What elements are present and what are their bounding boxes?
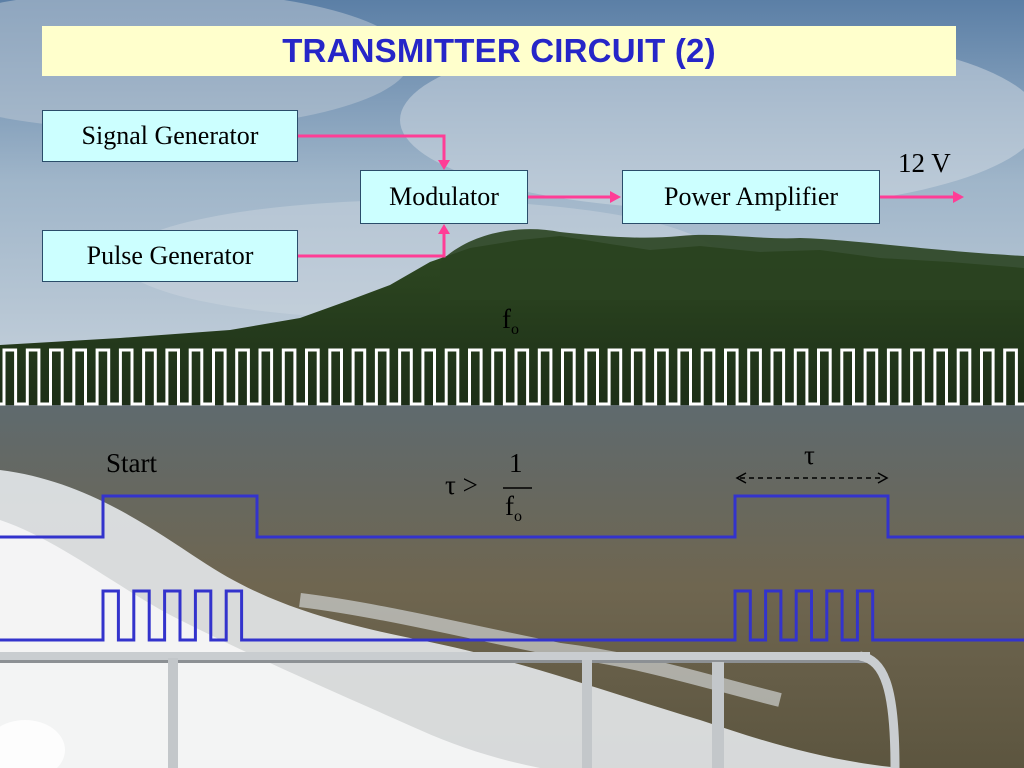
tau-inequality-label: τ > [445, 470, 478, 500]
carrier-frequency-symbol: f [502, 304, 511, 334]
carrier-frequency-subscript: o [511, 321, 519, 338]
tau-label: τ [804, 440, 815, 470]
modulator-label: Modulator [389, 182, 499, 211]
slide-title: TRANSMITTER CIRCUIT (2) [282, 32, 716, 69]
denominator-symbol: f [505, 491, 514, 521]
pulse-generator-block: Pulse Generator [42, 230, 298, 282]
modulator-block: Modulator [360, 170, 528, 224]
title-banner: TRANSMITTER CIRCUIT (2) [42, 26, 956, 76]
supply-voltage-label: 12 V [898, 148, 951, 178]
pulse-generator-label: Pulse Generator [86, 241, 254, 270]
signal-generator-label: Signal Generator [81, 121, 259, 150]
carrier-frequency-label: fo [502, 304, 519, 338]
start-label: Start [106, 448, 157, 478]
denominator-subscript: o [514, 508, 522, 525]
power-amplifier-block: Power Amplifier [622, 170, 880, 224]
fraction-denominator: fo [505, 491, 522, 525]
power-amplifier-label: Power Amplifier [663, 182, 839, 211]
fraction-numerator: 1 [509, 448, 523, 478]
signal-generator-block: Signal Generator [42, 110, 298, 162]
